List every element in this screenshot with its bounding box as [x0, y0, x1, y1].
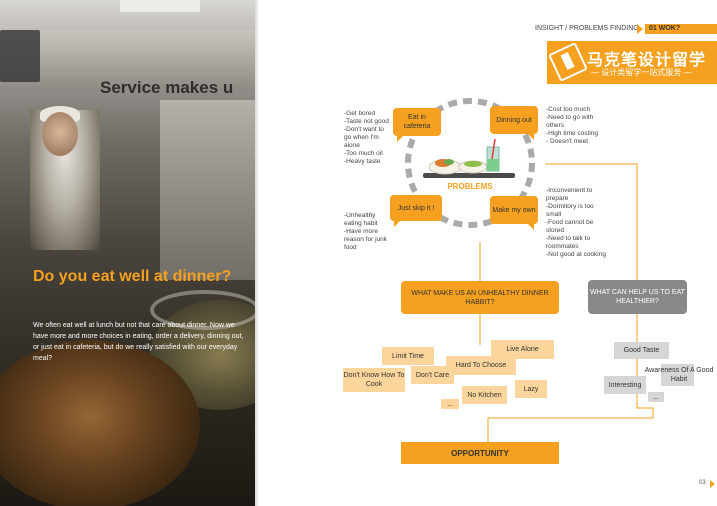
photo-sign-text: Service makes u [100, 78, 234, 97]
bubble-make-my-own: Make my own [490, 196, 538, 230]
page-spine [255, 0, 259, 506]
meal-tray-icon [423, 138, 515, 178]
bubble-eat-in-cafeteria: Eat in cafeteria [393, 108, 441, 142]
page-headline: Do you eat well at dinner? [33, 268, 232, 285]
tag-no-kitchen: No Kitchen [462, 386, 507, 404]
note-line: -Need to talk to roommates [546, 235, 591, 250]
cafeteria-photo: Service makes u Do you eat well at dinne… [0, 0, 255, 506]
note-line: -Not good at cooking [546, 251, 606, 258]
tag-hard-to-choose: Hard To Choose [446, 356, 516, 375]
note-line: -Dormitory is too small [546, 203, 594, 218]
tag-lazy: Lazy [515, 380, 547, 398]
note-line: -Cost too much [546, 106, 591, 113]
note-line: -Unhealthy eating habit [344, 212, 378, 227]
tag-live-alone: Live Alone [491, 340, 554, 359]
problems-wheel [405, 98, 535, 228]
intro-paragraph: We often eat well at lunch but not that … [33, 322, 244, 362]
photo-plate [150, 290, 255, 330]
tag-awareness-of-good-habit: Awareness Of A Good Habit [645, 364, 713, 386]
brand-logo: 马克笔设计留学 — 设计类留学一站式服务 — [547, 41, 717, 84]
note-line: -Have more reason for junk food [344, 228, 387, 251]
breadcrumb: INSIGHT / PROBLEMS FINDING [535, 25, 639, 32]
tag-dont-know-how-to-cook: Don't Know How To Cook [343, 368, 405, 392]
note-line: -Heavy taste [344, 158, 381, 165]
tag-more-causes: ... [441, 399, 459, 409]
logo-subtitle: — 设计类留学一站式服务 — [591, 68, 692, 77]
tag-dont-care: Don't Care [411, 366, 454, 384]
page-arrow-icon [710, 480, 715, 488]
note-line: -Don't want to go when I'm alone [344, 126, 384, 149]
problems-label: PROBLEMS [447, 182, 493, 191]
note-line: -Need to go with others [546, 114, 594, 129]
opportunity-box: OPPORTUNITY [401, 442, 559, 464]
note-line: -Taste not good [344, 118, 389, 125]
question-unhealthy-habit: WHAT MAKE US AN UNHEALTHY DINNER HABBIT? [401, 281, 559, 314]
photo-window [160, 100, 255, 280]
note-line: - Doesn't meet [546, 138, 589, 145]
section-tag: 01 WOK? [645, 24, 717, 34]
note-line: -Get bored [344, 110, 376, 117]
notes-dinning-out: -Cost too much -Need to go with others -… [546, 106, 606, 146]
note-line: -Too much oil [344, 150, 383, 157]
note-line: -High time costing [546, 130, 599, 137]
notes-skip-it: -Unhealthy eating habit -Have more reaso… [344, 212, 394, 252]
notes-make-my-own: -Inconvenient to prepare -Dormitory is t… [546, 187, 606, 259]
question-eat-healthier: WHAT CAN HELP US TO EAT HEALTHIER? [588, 280, 687, 314]
note-line: -Inconvenient to prepare [546, 187, 593, 202]
tag-more-helpers: ... [648, 392, 664, 402]
breadcrumb-arrow-icon [637, 24, 643, 34]
bubble-skip-it: Just skip it ! [390, 195, 442, 227]
bubble-dinning-out: Dinning out [490, 106, 538, 140]
tag-interesting: Interesting [604, 376, 646, 394]
tag-good-taste: Good Taste [614, 342, 669, 359]
dashed-ring [405, 98, 535, 228]
page-number: 03 [699, 480, 706, 486]
notes-eat-in: -Get bored -Taste not good -Don't want t… [344, 110, 392, 166]
photo-sign-glyph [0, 30, 40, 82]
logo-title: 马克笔设计留学 [587, 52, 707, 69]
tag-limit-time: Limit Time [382, 347, 434, 365]
note-line: -Food cannot be stored [546, 219, 594, 234]
photo-ceiling-light [120, 0, 200, 12]
photo-food-tray-front [0, 340, 200, 506]
photo-sign-board [0, 30, 255, 90]
photo-staff-head [42, 112, 78, 156]
tag-awareness-label: Awareness Of A Good Habit [644, 367, 714, 383]
connector-to-healthier [545, 163, 638, 280]
